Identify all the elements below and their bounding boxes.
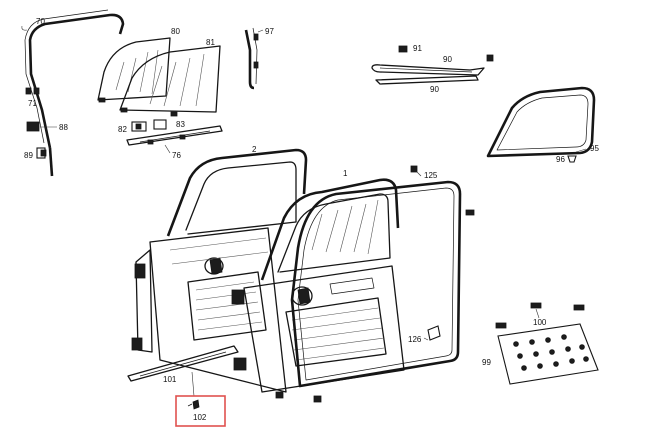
label-96: 96 xyxy=(556,155,565,164)
part-clip-right xyxy=(465,209,475,216)
part-101-sill-strip xyxy=(127,345,239,382)
label-71: 71 xyxy=(28,99,37,108)
part-126-check-strap xyxy=(423,325,441,341)
part-100-clips xyxy=(495,302,585,329)
label-76: 76 xyxy=(172,151,181,160)
part-82-channel xyxy=(131,121,147,132)
part-102-screw xyxy=(187,399,200,410)
label-102: 102 xyxy=(193,413,207,422)
label-90b: 90 xyxy=(430,85,439,94)
part-1-door-shell-front xyxy=(231,178,405,393)
part-95-quarter-window xyxy=(486,86,596,158)
part-76-rail xyxy=(126,125,223,154)
part-90-moulding-lower xyxy=(375,75,479,85)
label-80: 80 xyxy=(171,27,180,36)
leader-70 xyxy=(21,25,28,31)
part-91-clip xyxy=(398,45,408,53)
label-70: 70 xyxy=(36,17,45,26)
part-88-retainer xyxy=(26,121,57,132)
label-2: 2 xyxy=(252,145,257,154)
label-100: 100 xyxy=(533,318,547,327)
label-89: 89 xyxy=(24,151,33,160)
label-101: 101 xyxy=(163,375,177,384)
label-99: 99 xyxy=(482,358,491,367)
label-97: 97 xyxy=(265,27,274,36)
part-81-window-glass xyxy=(119,45,221,117)
label-88: 88 xyxy=(59,123,68,132)
leader-102 xyxy=(191,371,195,397)
part-97-division-bar xyxy=(244,27,264,90)
part-99-trim-panel xyxy=(497,323,599,385)
label-90a: 90 xyxy=(443,55,452,64)
part-90-moulding-upper xyxy=(371,54,494,76)
label-91: 91 xyxy=(413,44,422,53)
part-70-window-channel xyxy=(24,9,125,177)
label-82: 82 xyxy=(118,125,127,134)
label-1: 1 xyxy=(343,169,348,178)
label-125: 125 xyxy=(424,171,438,180)
part-2-door-shell-rear xyxy=(131,148,308,393)
part-clip-bottom xyxy=(275,391,322,403)
part-125-weatherstrip xyxy=(290,165,462,388)
part-71-clip xyxy=(25,87,40,95)
highlight-box-102[interactable] xyxy=(175,395,226,427)
label-95: 95 xyxy=(590,144,599,153)
part-89-bracket xyxy=(36,147,47,159)
label-83: 83 xyxy=(176,120,185,129)
part-80-vent-glass xyxy=(97,37,171,103)
label-126: 126 xyxy=(408,335,422,344)
label-81: 81 xyxy=(206,38,215,47)
part-96-clip xyxy=(567,155,577,163)
part-83-channel xyxy=(153,119,167,130)
